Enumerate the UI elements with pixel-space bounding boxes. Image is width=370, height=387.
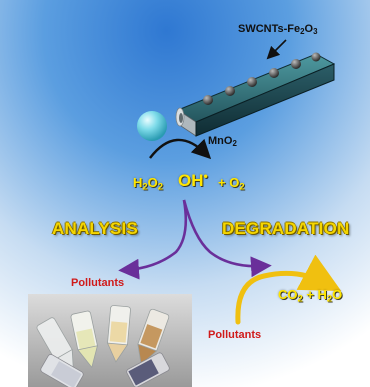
degradation-heading: DEGRADATION (222, 219, 350, 238)
fe2o3-nanoparticles (203, 52, 321, 105)
reaction-oh-radical: OH• (178, 169, 208, 190)
sample-tubes-photo (28, 294, 192, 387)
reaction-h2o2: H2O2 (133, 175, 163, 192)
swcnt-fe2o3-tube (175, 53, 336, 137)
pollutants-label-degradation: Pollutants (208, 329, 262, 341)
degradation-arrow (182, 199, 272, 278)
mno2-label: MnO2 (208, 135, 237, 148)
analysis-arrow (118, 199, 188, 280)
composite-pointer-arrow (266, 39, 287, 60)
composite-label: SWCNTs-Fe2O3 (238, 23, 318, 36)
catalytic-cycle-arrow (149, 138, 212, 160)
reaction-o2: + O2 (218, 175, 245, 192)
pollutants-label-analysis: Pollutants (71, 277, 125, 289)
analysis-heading: ANALYSIS (52, 219, 138, 238)
degradation-product-arrow (235, 254, 342, 325)
cyan-bubble-icon (137, 111, 167, 141)
degradation-products: CO2 + H2O (278, 287, 343, 304)
